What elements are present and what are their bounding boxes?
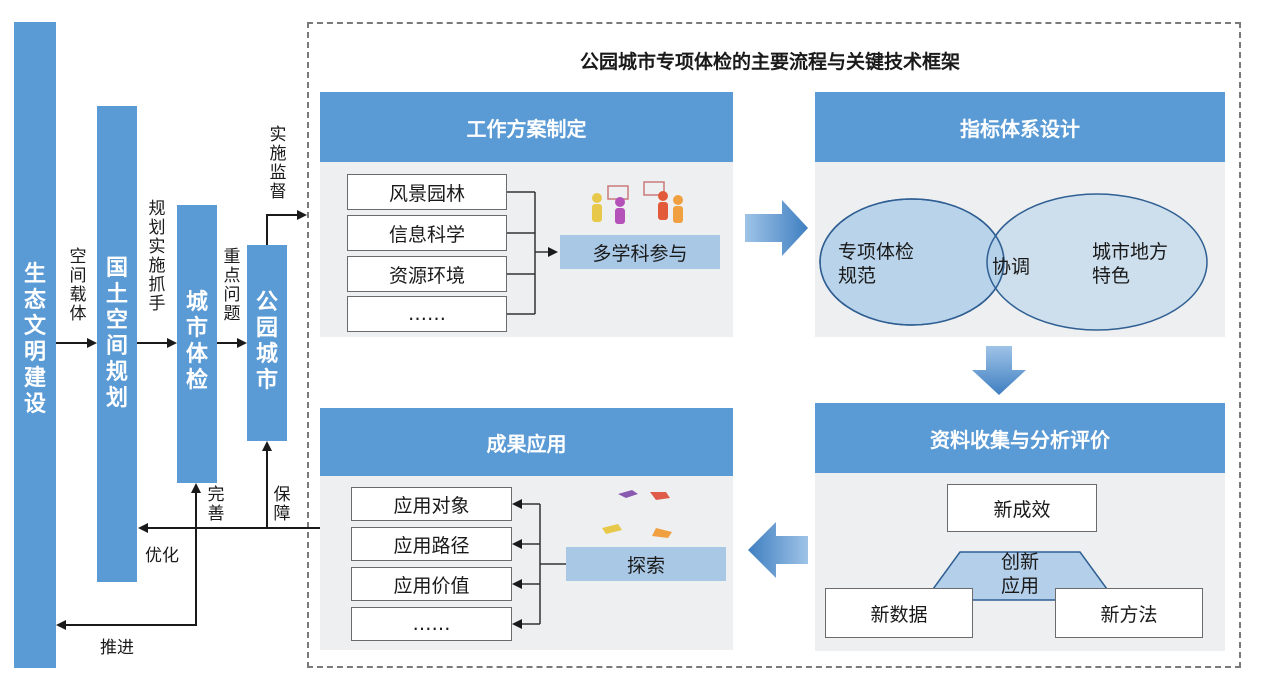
- bar-city-checkup: 城市体检: [177, 205, 217, 483]
- venn-right-line1: 城市地方: [1092, 241, 1169, 263]
- innovation-center-text: 创新 应用: [985, 550, 1055, 598]
- new-method-box: 新方法: [1055, 588, 1203, 638]
- ellipse-right: [986, 193, 1208, 331]
- application-more: ……: [351, 607, 512, 641]
- new-data-box: 新数据: [825, 588, 973, 638]
- panel-work-plan-header: 工作方案制定: [320, 92, 733, 162]
- label-supervision: 实施监督: [269, 125, 287, 202]
- label-promote: 推进: [100, 638, 134, 658]
- innovation-line1: 创新: [1000, 551, 1039, 573]
- label-improve: 完善: [207, 485, 225, 524]
- bar-park-city: 公园城市: [247, 245, 287, 441]
- bar-territorial-planning-text: 国土空间规划: [105, 256, 128, 411]
- venn-left-line2: 规范: [838, 265, 877, 287]
- framework-title: 公园城市专项体检的主要流程与关键技术框架: [580, 51, 961, 73]
- feedback-promote-line: [56, 600, 197, 630]
- panel-index-header: 指标体系设计: [815, 92, 1225, 162]
- label-spatial-carrier: 空间载体: [69, 247, 87, 324]
- venn-center-text: 协调: [992, 256, 1031, 278]
- bar-park-city-text: 公园城市: [255, 290, 278, 393]
- arrow-bar4-frame: [266, 210, 307, 245]
- chain-arrows: [56, 210, 320, 630]
- result-connectors: [512, 499, 566, 629]
- new-results-box: 新成效: [947, 484, 1097, 532]
- label-key-issues: 重点问题: [223, 247, 241, 324]
- explore-icon: [602, 490, 672, 538]
- work-plan-connectors: [507, 191, 558, 315]
- bar-eco-civilization: 生态文明建设: [14, 22, 56, 668]
- innovation-line2: 应用: [1000, 575, 1039, 597]
- application-path: 应用路径: [351, 527, 512, 561]
- label-planning-lever: 规划实施抓手: [148, 199, 166, 314]
- bar-territorial-planning: 国土空间规划: [97, 106, 137, 582]
- panel-result-header: 成果应用: [320, 408, 733, 476]
- label-guarantee: 保障: [273, 485, 291, 524]
- panel-data-header: 资料收集与分析评价: [815, 403, 1225, 473]
- multidiscipline-box: 多学科参与: [560, 235, 720, 269]
- flow-arrow-left: [748, 522, 808, 578]
- flow-arrow-down: [972, 346, 1026, 395]
- venn-right-text: 城市地方 特色: [1092, 240, 1168, 288]
- ellipse-overlap-outline: [819, 198, 1005, 326]
- application-value: 应用价值: [351, 567, 512, 601]
- venn-right-line2: 特色: [1092, 265, 1131, 287]
- venn-left-text: 专项体检 规范: [838, 240, 914, 288]
- discipline-resources: 资源环境: [347, 256, 507, 292]
- venn-left-line1: 专项体检: [838, 241, 915, 263]
- framework-frame: [307, 22, 1241, 668]
- application-object: 应用对象: [351, 487, 512, 521]
- people-icon: [592, 181, 683, 224]
- venn-diagram: [819, 193, 1208, 331]
- discipline-info-science: 信息科学: [347, 215, 507, 251]
- discipline-landscape: 风景园林: [347, 174, 507, 210]
- bar-city-checkup-text: 城市体检: [185, 290, 208, 393]
- bar-eco-civilization-text: 生态文明建设: [23, 262, 46, 417]
- discipline-more: ……: [347, 296, 507, 332]
- explore-box: 探索: [566, 547, 726, 581]
- flow-arrow-right: [745, 200, 808, 256]
- label-optimize: 优化: [145, 546, 179, 566]
